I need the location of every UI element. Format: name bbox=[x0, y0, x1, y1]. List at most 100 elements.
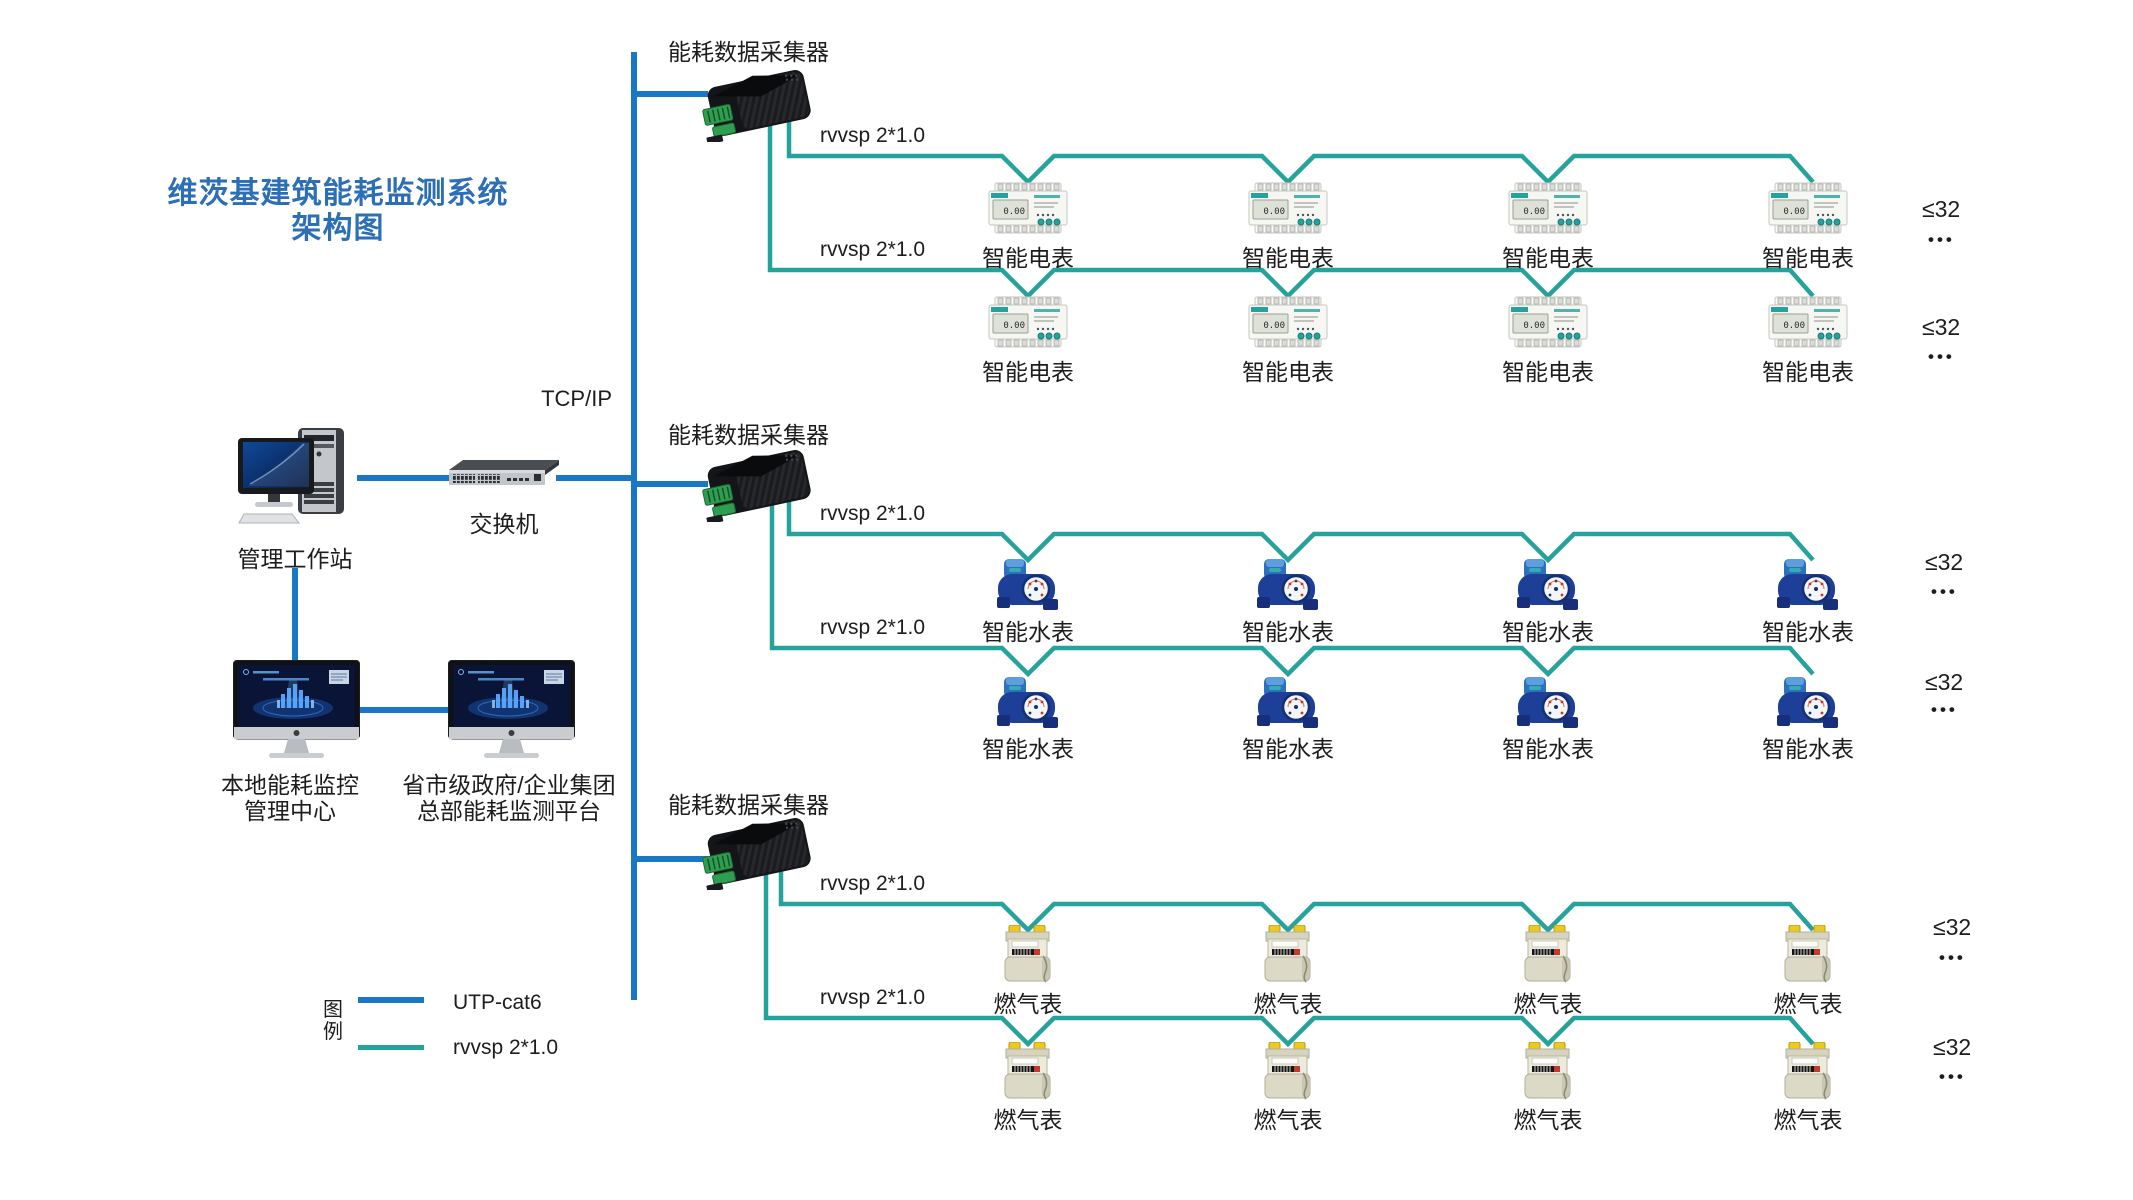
network-switch-icon bbox=[445, 456, 563, 492]
meter-label: 燃气表 bbox=[993, 991, 1063, 1017]
electric-meter-icon: 0.00 bbox=[1508, 182, 1588, 234]
capacity-label: ≤32 bbox=[1925, 669, 1964, 695]
meter-label: 智能电表 bbox=[1502, 359, 1594, 385]
more-meters-ellipsis: ••• bbox=[1928, 347, 1955, 366]
water-meter-icon bbox=[1257, 558, 1319, 614]
gas-meter-icon bbox=[1003, 1041, 1053, 1100]
meter-label: 智能电表 bbox=[1762, 245, 1854, 271]
legend-utp-line bbox=[358, 997, 424, 1003]
meter-label: 燃气表 bbox=[1513, 1107, 1583, 1133]
workstation-label: 管理工作站 bbox=[237, 546, 353, 572]
gas-meter-icon bbox=[1783, 1041, 1833, 1100]
electric-meter-icon: 0.00 bbox=[1768, 296, 1848, 348]
local-center-monitor-icon bbox=[232, 659, 361, 761]
meter-label: 燃气表 bbox=[1513, 991, 1583, 1017]
collector-label: 能耗数据采集器 bbox=[668, 792, 829, 818]
diagram-title: 维茨基建筑能耗监测系统 架构图 bbox=[118, 176, 558, 246]
water-meter-icon bbox=[1257, 676, 1319, 732]
tcp-ip-label: TCP/IP bbox=[541, 386, 612, 411]
electric-meter-icon: 0.00 bbox=[1248, 182, 1328, 234]
water-meter-icon bbox=[1777, 676, 1839, 732]
legend-title: 图例 bbox=[323, 999, 343, 1043]
water-meter-icon bbox=[997, 558, 1059, 614]
rvvsp-bus-label: rvvsp 2*1.0 bbox=[820, 238, 926, 261]
meter-label: 燃气表 bbox=[1773, 991, 1843, 1017]
management-workstation-icon bbox=[236, 426, 360, 526]
more-meters-ellipsis: ••• bbox=[1939, 1067, 1966, 1086]
svg-text:0.00: 0.00 bbox=[1263, 207, 1285, 217]
meter-label: 智能水表 bbox=[1242, 736, 1334, 762]
gas-meter-icon bbox=[1783, 924, 1833, 983]
diagram-title-line1: 维茨基建筑能耗监测系统 bbox=[167, 177, 509, 210]
svg-text:0.00: 0.00 bbox=[1783, 207, 1805, 217]
rvvsp-bus-label: rvvsp 2*1.0 bbox=[820, 616, 926, 639]
meter-label: 智能水表 bbox=[1502, 619, 1594, 645]
more-meters-ellipsis: ••• bbox=[1931, 700, 1958, 719]
local-center-label: 本地能耗监控 管理中心 bbox=[220, 772, 360, 824]
workstation-switch-line bbox=[357, 475, 450, 481]
collector-uplink-line bbox=[634, 91, 708, 97]
local-center-label-line2: 管理中心 bbox=[244, 798, 336, 824]
gas-meter-icon bbox=[1003, 924, 1053, 983]
rvvsp-bus-line bbox=[786, 498, 1815, 564]
collector-uplink-line bbox=[634, 856, 708, 862]
electric-meter-icon: 0.00 bbox=[988, 296, 1068, 348]
water-meter-icon bbox=[1517, 676, 1579, 732]
collector-label: 能耗数据采集器 bbox=[668, 422, 829, 448]
collector-icon bbox=[700, 810, 818, 893]
rvvsp-bus-line bbox=[769, 498, 1815, 678]
legend-utp-label: UTP-cat6 bbox=[453, 991, 542, 1014]
hq-platform-label: 省市级政府/企业集团 总部能耗监测平台 bbox=[399, 772, 619, 824]
diagram-title-line2: 架构图 bbox=[291, 212, 385, 245]
capacity-label: ≤32 bbox=[1933, 1034, 1972, 1060]
svg-text:0.00: 0.00 bbox=[1523, 207, 1545, 217]
local-center-label-line1: 本地能耗监控 bbox=[221, 772, 359, 798]
meter-label: 智能电表 bbox=[982, 245, 1074, 271]
gas-meter-icon bbox=[1263, 1041, 1313, 1100]
meter-label: 智能电表 bbox=[1762, 359, 1854, 385]
meter-label: 智能电表 bbox=[1242, 245, 1334, 271]
meter-label: 智能水表 bbox=[982, 736, 1074, 762]
rvvsp-bus-label: rvvsp 2*1.0 bbox=[820, 986, 926, 1009]
rvvsp-bus-label: rvvsp 2*1.0 bbox=[820, 872, 926, 895]
svg-text:0.00: 0.00 bbox=[1783, 321, 1805, 331]
rvvsp-bus-line bbox=[786, 118, 1815, 186]
gas-meter-icon bbox=[1523, 1041, 1573, 1100]
meter-label: 燃气表 bbox=[1773, 1107, 1843, 1133]
meter-label: 智能水表 bbox=[1242, 619, 1334, 645]
workstation-monitor-line bbox=[292, 568, 298, 664]
gas-meter-icon bbox=[1523, 924, 1573, 983]
hq-platform-label-line2: 总部能耗监测平台 bbox=[417, 798, 601, 824]
rvvsp-bus-label: rvvsp 2*1.0 bbox=[820, 502, 926, 525]
collector-icon bbox=[700, 62, 818, 145]
meter-label: 智能电表 bbox=[1502, 245, 1594, 271]
hq-platform-monitor-icon bbox=[447, 659, 576, 761]
electric-meter-icon: 0.00 bbox=[1508, 296, 1588, 348]
rvvsp-bus-label: rvvsp 2*1.0 bbox=[820, 124, 926, 147]
legend-rvvsp-line bbox=[358, 1045, 424, 1050]
capacity-label: ≤32 bbox=[1933, 914, 1972, 940]
utp-backbone-line bbox=[631, 52, 637, 1000]
meter-label: 智能电表 bbox=[1242, 359, 1334, 385]
electric-meter-icon: 0.00 bbox=[1248, 296, 1328, 348]
electric-meter-icon: 0.00 bbox=[988, 182, 1068, 234]
more-meters-ellipsis: ••• bbox=[1928, 230, 1955, 249]
capacity-label: ≤32 bbox=[1922, 314, 1961, 340]
water-meter-icon bbox=[1777, 558, 1839, 614]
meter-label: 智能水表 bbox=[982, 619, 1074, 645]
meter-label: 智能水表 bbox=[1502, 736, 1594, 762]
meter-label: 智能水表 bbox=[1762, 619, 1854, 645]
capacity-label: ≤32 bbox=[1925, 549, 1964, 575]
rvvsp-bus-line bbox=[763, 862, 1815, 1048]
water-meter-icon bbox=[997, 676, 1059, 732]
water-meter-icon bbox=[1517, 558, 1579, 614]
switch-label: 交换机 bbox=[469, 511, 539, 537]
meter-label: 燃气表 bbox=[1253, 1107, 1323, 1133]
electric-meter-icon: 0.00 bbox=[1768, 182, 1848, 234]
svg-text:0.00: 0.00 bbox=[1003, 207, 1025, 217]
svg-text:0.00: 0.00 bbox=[1523, 321, 1545, 331]
rvvsp-bus-line bbox=[767, 118, 1815, 300]
more-meters-ellipsis: ••• bbox=[1939, 948, 1966, 967]
